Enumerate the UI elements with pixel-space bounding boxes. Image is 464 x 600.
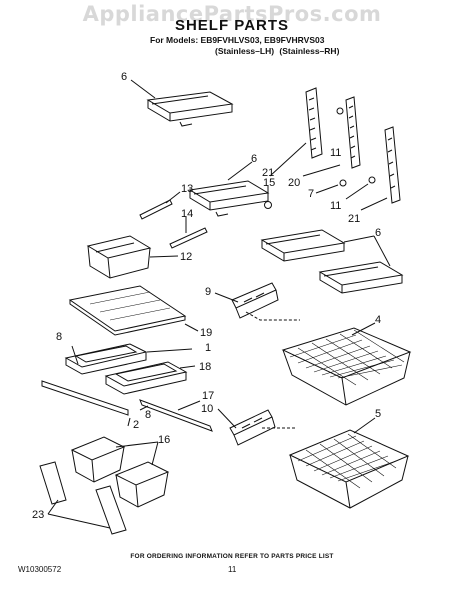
leader xyxy=(343,235,375,243)
callout-23: 23 xyxy=(32,509,44,521)
callout-13: 13 xyxy=(181,183,193,195)
shelf-rail-rear xyxy=(384,126,401,204)
glass-shelf-right-1 xyxy=(260,229,346,262)
dairy-bin-left xyxy=(70,436,126,483)
wire-basket-lower xyxy=(288,429,410,509)
callout-11-upper: 11 xyxy=(330,147,341,159)
leader xyxy=(351,322,376,336)
models-line: For Models: EB9FVHLVS03, EB9FVHRVS03 xyxy=(150,35,325,45)
leader xyxy=(360,197,388,211)
leader xyxy=(302,164,341,177)
glass-shelf-right-2 xyxy=(318,261,404,294)
ordering-note: FOR ORDERING INFORMATION REFER TO PARTS … xyxy=(130,553,334,560)
leader xyxy=(130,79,156,99)
leader xyxy=(179,365,196,369)
callout-5: 5 xyxy=(375,408,381,420)
leader xyxy=(217,408,237,429)
leader xyxy=(47,499,59,515)
callout-11-lower: 11 xyxy=(330,200,341,212)
callout-10: 10 xyxy=(201,403,213,415)
basket-end-cap-upper xyxy=(231,282,279,319)
callout-8-upper: 8 xyxy=(56,331,62,343)
leader xyxy=(149,255,179,258)
basket-end-cap-lower xyxy=(229,409,276,446)
bin-trim-right xyxy=(95,485,127,535)
leader xyxy=(47,513,111,529)
pan-track xyxy=(169,227,208,249)
crisper-slide-bracket xyxy=(139,199,173,220)
callout-21-upper: 21 xyxy=(262,167,274,179)
callout-9: 9 xyxy=(205,286,211,298)
crisper-frame-left xyxy=(64,343,148,375)
leader xyxy=(71,345,79,365)
leader xyxy=(214,292,239,303)
leader xyxy=(127,417,131,427)
shelf-rail-left xyxy=(305,87,323,159)
callout-15: 15 xyxy=(263,177,275,189)
callout-4: 4 xyxy=(375,314,381,326)
callout-12: 12 xyxy=(180,251,192,263)
callout-8-lower: 8 xyxy=(145,409,151,421)
variants-line: (Stainless–LH) (Stainless–RH) xyxy=(215,46,340,56)
leader xyxy=(345,183,369,200)
leader xyxy=(353,417,376,434)
leader xyxy=(146,348,193,353)
glass-shelf-upper xyxy=(146,91,234,127)
callout-1: 1 xyxy=(205,342,211,354)
callout-6-middle: 6 xyxy=(251,153,257,165)
crisper-rail-front xyxy=(41,380,129,416)
screw xyxy=(264,201,272,209)
leader xyxy=(184,323,199,332)
watermark: AppliancePartsPros.com xyxy=(82,2,382,26)
callout-16: 16 xyxy=(158,434,170,446)
page-number: 11 xyxy=(228,565,237,574)
crisper-rail-rear xyxy=(139,399,213,432)
dairy-bin-right xyxy=(114,461,170,508)
callout-7: 7 xyxy=(308,188,314,200)
leader xyxy=(165,191,181,204)
page-title: SHELF PARTS xyxy=(174,17,290,34)
leader xyxy=(227,161,253,181)
leader xyxy=(115,441,159,448)
screw xyxy=(336,107,344,115)
callout-6-right: 6 xyxy=(375,227,381,239)
screw xyxy=(368,176,376,184)
leader xyxy=(139,405,149,411)
leader xyxy=(245,311,300,321)
wire-basket-upper xyxy=(281,327,412,406)
callout-20: 20 xyxy=(288,177,300,189)
glass-shelf-middle xyxy=(188,180,270,217)
document-number: W10300572 xyxy=(18,565,62,574)
callout-19: 19 xyxy=(200,327,212,339)
callout-6-upper: 6 xyxy=(121,71,127,83)
leader xyxy=(151,441,159,466)
callout-21-lower: 21 xyxy=(348,213,360,225)
pantry-drawer xyxy=(86,235,152,279)
leader xyxy=(269,142,307,177)
crisper-cover-glass xyxy=(68,285,187,336)
callout-18: 18 xyxy=(199,361,211,373)
callout-17: 17 xyxy=(202,390,214,402)
shelf-rail-right xyxy=(345,96,361,169)
leader xyxy=(315,184,339,194)
callout-2: 2 xyxy=(133,419,139,431)
callout-14: 14 xyxy=(181,208,193,220)
leader xyxy=(177,400,201,411)
leader xyxy=(373,235,391,267)
screw xyxy=(339,179,347,187)
bin-trim-left xyxy=(39,461,67,505)
crisper-frame-right xyxy=(104,361,188,395)
